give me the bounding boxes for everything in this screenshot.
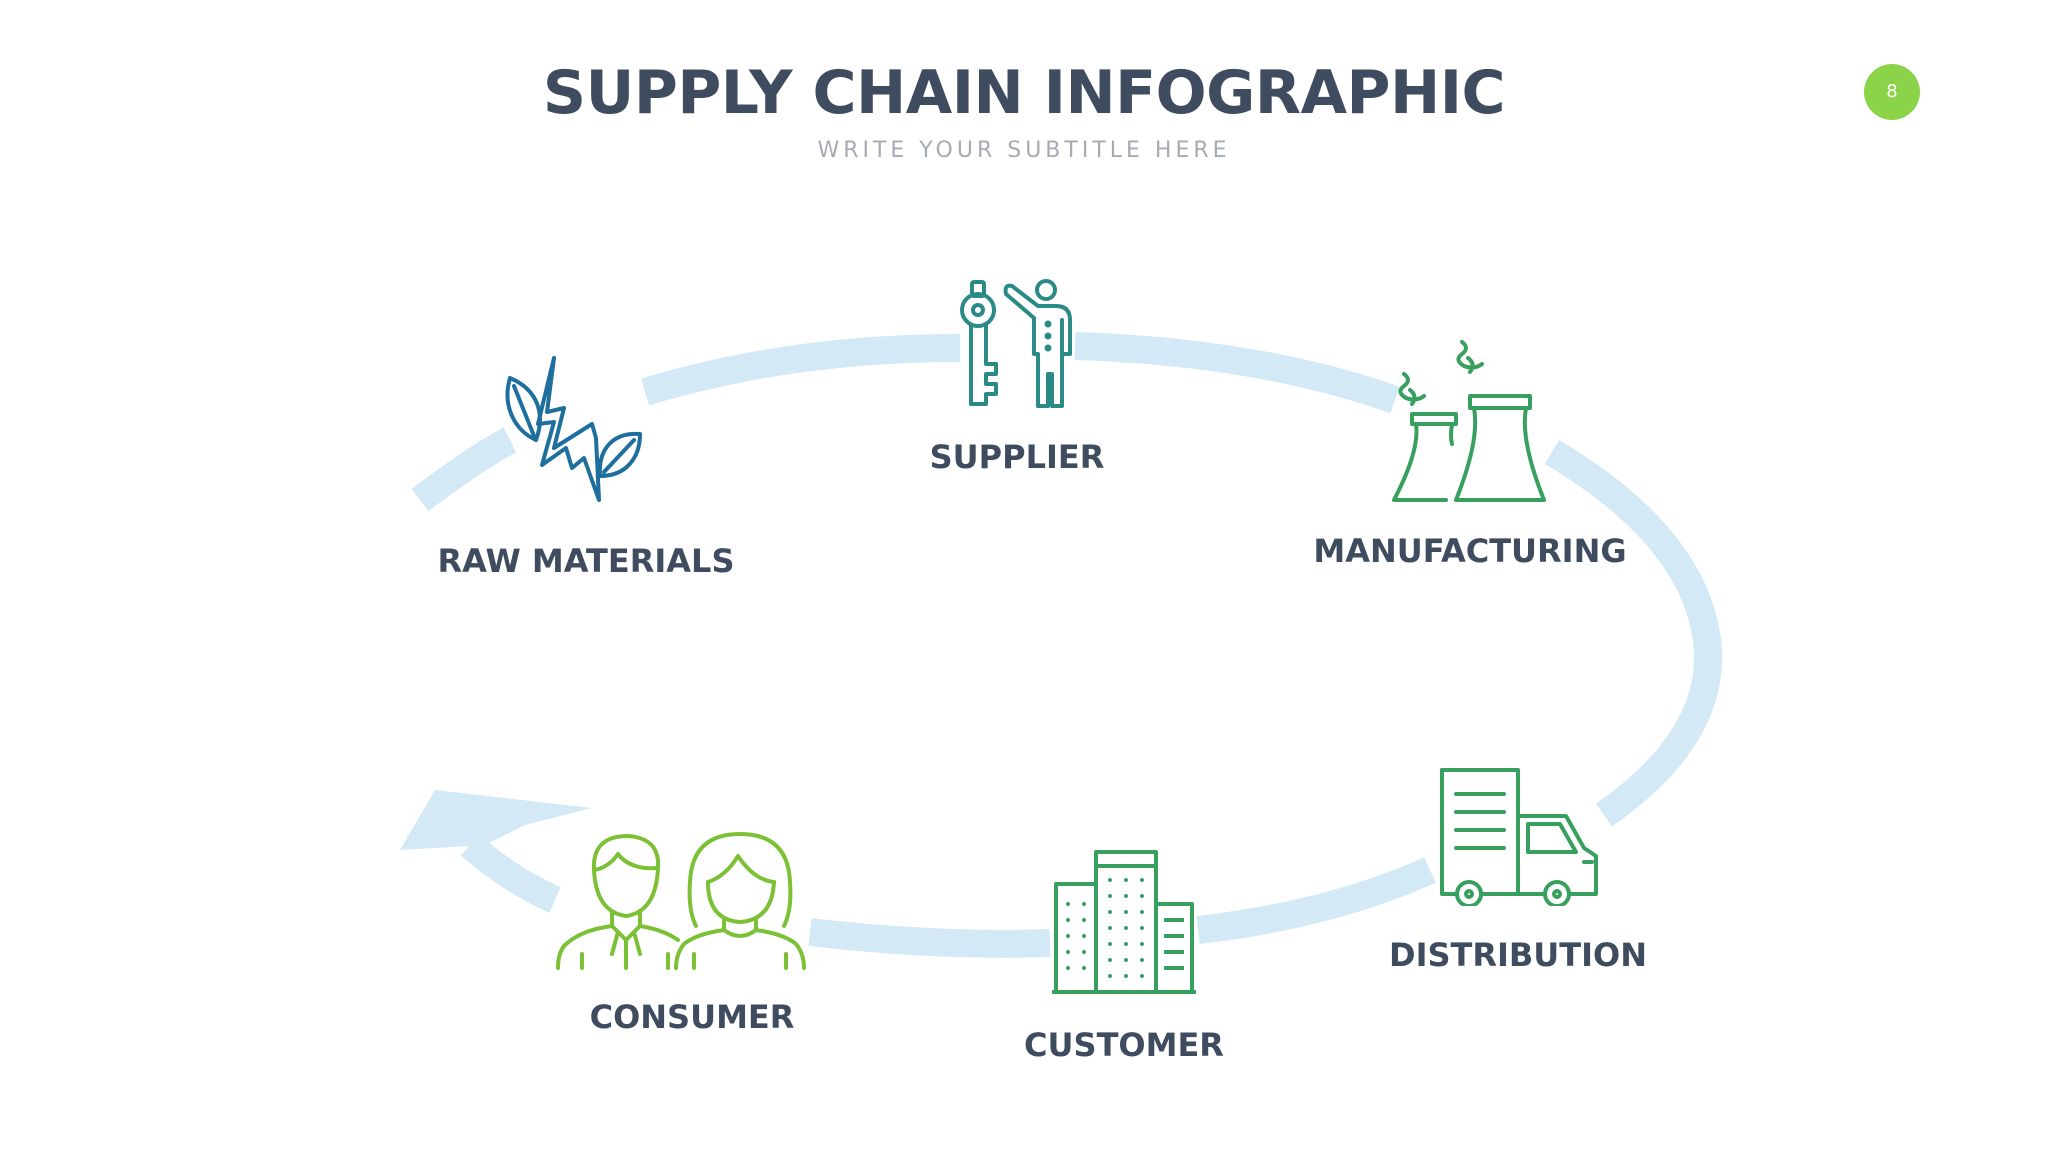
step-label-supplier: SUPPLIER (929, 438, 1105, 476)
step-label-customer: CUSTOMER (1024, 1026, 1224, 1064)
arrow-head (400, 790, 592, 850)
page-title: SUPPLY CHAIN INFOGRAPHIC (542, 58, 1506, 128)
delivery-truck-icon (1440, 768, 1598, 906)
step-label-distribution: DISTRIBUTION (1389, 936, 1647, 974)
arrow-segment-bottom-left (460, 834, 561, 913)
arrow-segment-top-left (411, 427, 517, 512)
arrow-segment-bottom-right (1196, 857, 1436, 944)
arrow-segment-top-right (1074, 332, 1400, 414)
arrow-segment-bottom-center (808, 918, 1051, 958)
key-person-icon (960, 279, 1072, 408)
office-buildings-icon (1052, 850, 1196, 994)
arrow-segment-top-left-2 (640, 334, 961, 406)
step-label-manufacturing: MANUFACTURING (1313, 532, 1627, 570)
people-couple-icon (556, 832, 806, 970)
factory-cooling-towers-icon (1392, 340, 1546, 502)
page-number-badge: 8 (1864, 64, 1920, 120)
leaf-lightning-icon (505, 356, 642, 502)
arrow-segment-right (1544, 439, 1723, 827)
step-label-consumer: CONSUMER (589, 998, 795, 1036)
page-subtitle: WRITE YOUR SUBTITLE HERE (817, 138, 1231, 163)
step-label-raw-materials: RAW MATERIALS (437, 542, 735, 580)
